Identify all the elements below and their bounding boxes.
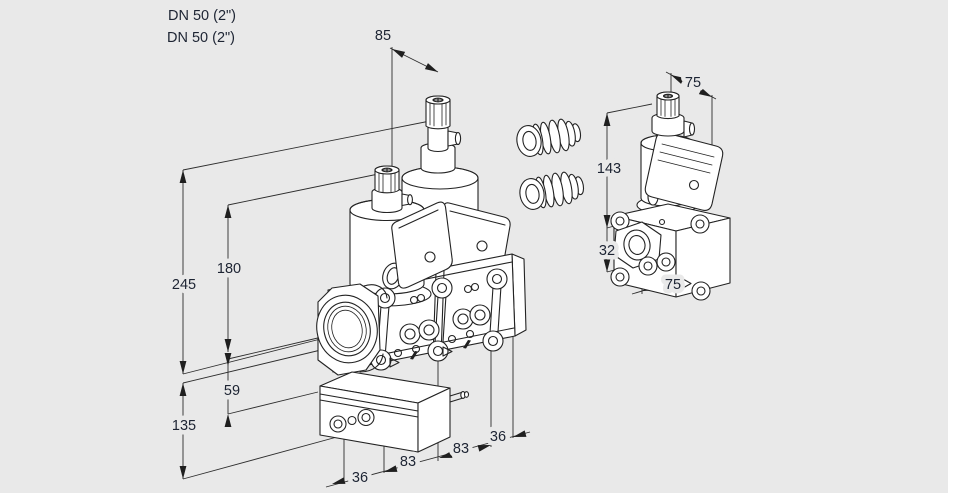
dim-label-85: 85 [375, 28, 391, 44]
dim-label-180: 180 [217, 261, 241, 277]
dim-label-75-top: 75 [685, 75, 701, 91]
port-size-label-2: DN 50 (2") [167, 30, 235, 46]
main-valve-drawing [316, 95, 527, 453]
dim-label-245: 245 [172, 277, 196, 293]
dim-label-32: 32 [599, 243, 615, 259]
dim-label-83-left: 83 [400, 454, 416, 470]
dim-label-59: 59 [224, 383, 240, 399]
dim-label-36-left: 36 [352, 470, 368, 486]
dim-label-36-right: 36 [490, 429, 506, 445]
dim-label-83-right: 83 [453, 441, 469, 457]
side-valve-drawing [610, 91, 731, 301]
port-size-label-1: DN 50 (2") [168, 8, 236, 24]
dim-label-75-bottom: 75 [665, 277, 681, 293]
dim-label-135: 135 [172, 418, 196, 434]
dim-label-143: 143 [597, 161, 621, 177]
